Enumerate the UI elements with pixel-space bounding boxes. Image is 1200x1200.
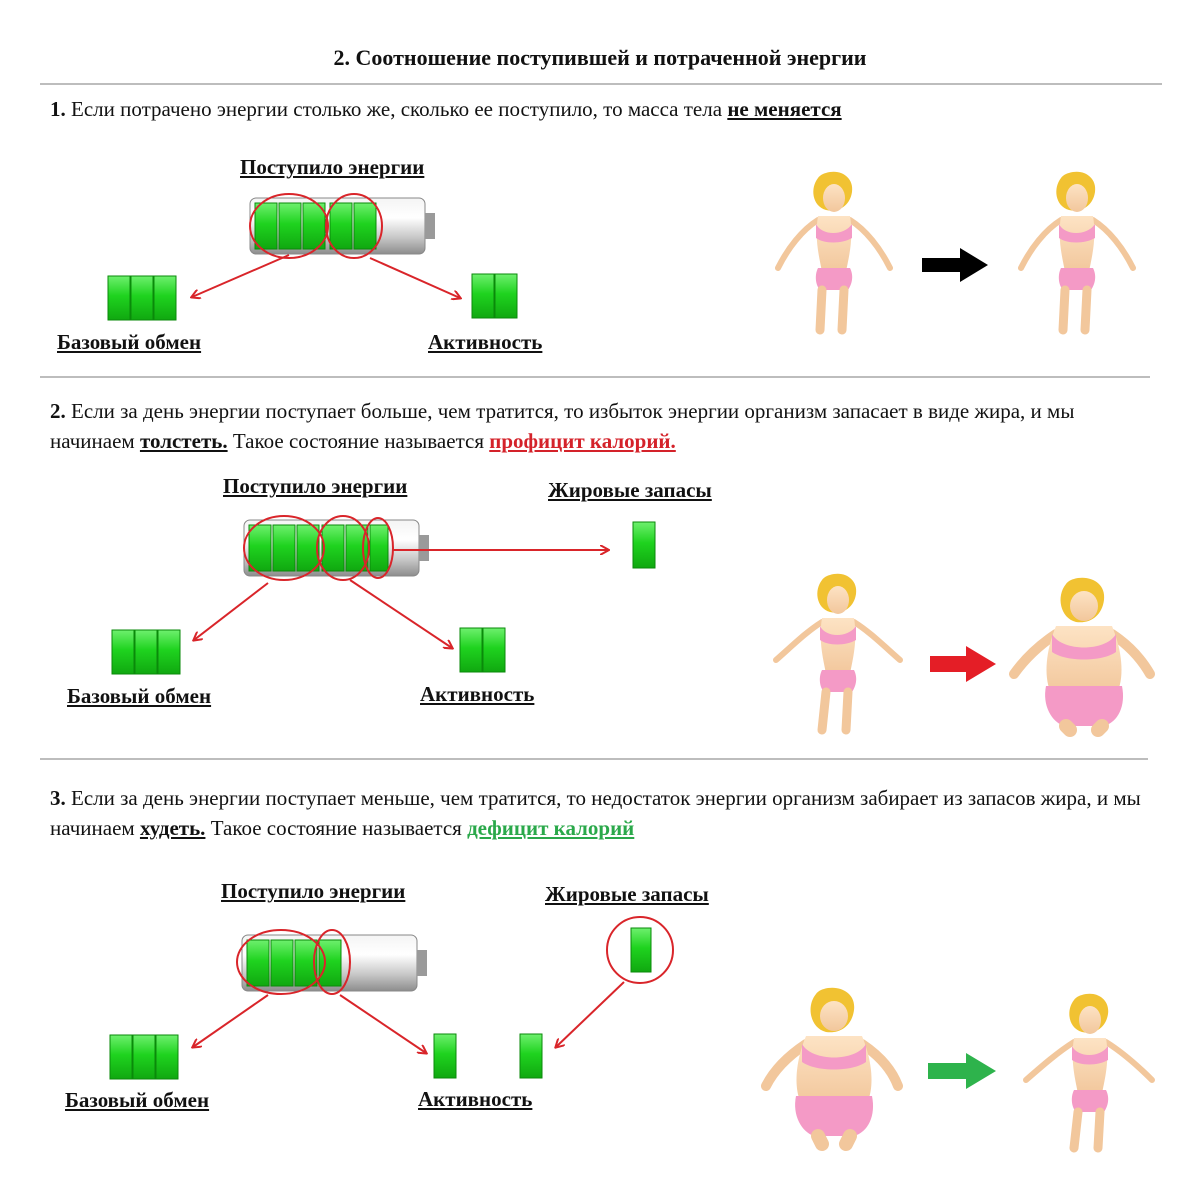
statement-number: 3.: [50, 786, 66, 810]
statement-state: профицит калорий.: [489, 429, 676, 453]
slim-figure: [775, 171, 893, 335]
arrow-icon: [930, 646, 996, 682]
energy-block-fat: [519, 1033, 543, 1079]
energy-block-basal: [111, 629, 181, 675]
arrow-icon: [928, 1053, 996, 1089]
statement-number: 2.: [50, 399, 66, 423]
intake-label: Поступило энергии: [223, 474, 408, 498]
circle-marker: [313, 929, 351, 995]
statement-keyword: худеть.: [139, 816, 206, 840]
energy-block-basal: [107, 275, 177, 321]
fat-reserve-block: [630, 927, 652, 973]
statement-3: 3. Если за день энергии поступает меньше…: [50, 783, 1160, 843]
intake-label: Поступило энергии: [221, 879, 406, 903]
slim-figure: [1023, 993, 1155, 1153]
energy-block-basal: [109, 1034, 179, 1080]
slim-figure: [1018, 171, 1136, 335]
arrow-icon: [922, 248, 988, 282]
basal-label: Базовый обмен: [67, 684, 212, 708]
battery-icon: [241, 934, 427, 992]
circle-marker: [243, 515, 325, 581]
circle-marker: [362, 517, 394, 579]
activity-label: Активность: [428, 330, 543, 354]
circle-marker: [606, 916, 674, 984]
page-title: 2. Соотношение поступившей и потраченной…: [333, 45, 867, 70]
battery-icon: [243, 519, 429, 577]
arrow-icon: [193, 994, 269, 1047]
statement-text: Такое состояние называется: [232, 429, 484, 453]
battery-icon: [249, 197, 435, 255]
statement-text: Если потрачено энергии столько же, сколь…: [71, 97, 723, 121]
statement-text: Если за день энергии поступает больше, ч…: [50, 399, 1075, 453]
energy-block-activity: [433, 1033, 457, 1079]
fat-reserve-block: [632, 521, 656, 569]
basal-label: Базовый обмен: [65, 1088, 210, 1112]
divider: [40, 758, 1148, 760]
activity-label: Активность: [420, 682, 535, 706]
arrow-icon: [556, 981, 625, 1047]
energy-block-activity: [459, 627, 506, 673]
arrow-icon: [339, 994, 426, 1053]
energy-block-activity: [471, 273, 518, 319]
intake-label: Поступило энергии: [240, 155, 425, 179]
slim-figure: [773, 573, 903, 735]
arrow-icon: [192, 254, 290, 297]
circle-marker: [316, 515, 370, 581]
circle-marker: [236, 929, 326, 995]
statement-state: дефицит калорий: [467, 816, 635, 840]
divider: [40, 376, 1150, 378]
statement-text: Такое состояние называется: [210, 816, 462, 840]
statement-1: 1. Если потрачено энергии столько же, ск…: [50, 94, 1160, 124]
fat-label: Жировые запасы: [548, 478, 712, 502]
arrow-icon: [349, 579, 452, 648]
circle-marker: [325, 193, 383, 259]
arrow-icon: [194, 582, 269, 640]
circle-marker: [249, 193, 329, 259]
statement-2: 2. Если за день энергии поступает больше…: [50, 396, 1160, 456]
arrow-icon: [369, 257, 460, 298]
fat-label: Жировые запасы: [545, 882, 709, 906]
heavy-figure: [1009, 577, 1155, 737]
basal-label: Базовый обмен: [57, 330, 202, 354]
divider: [40, 83, 1162, 85]
statement-text: Если за день энергии поступает меньше, ч…: [50, 786, 1141, 840]
statement-highlight: не меняется: [727, 97, 842, 121]
heavy-figure: [761, 987, 903, 1151]
statement-number: 1.: [50, 97, 66, 121]
activity-label: Активность: [418, 1087, 533, 1111]
statement-keyword: толстеть.: [139, 429, 228, 453]
